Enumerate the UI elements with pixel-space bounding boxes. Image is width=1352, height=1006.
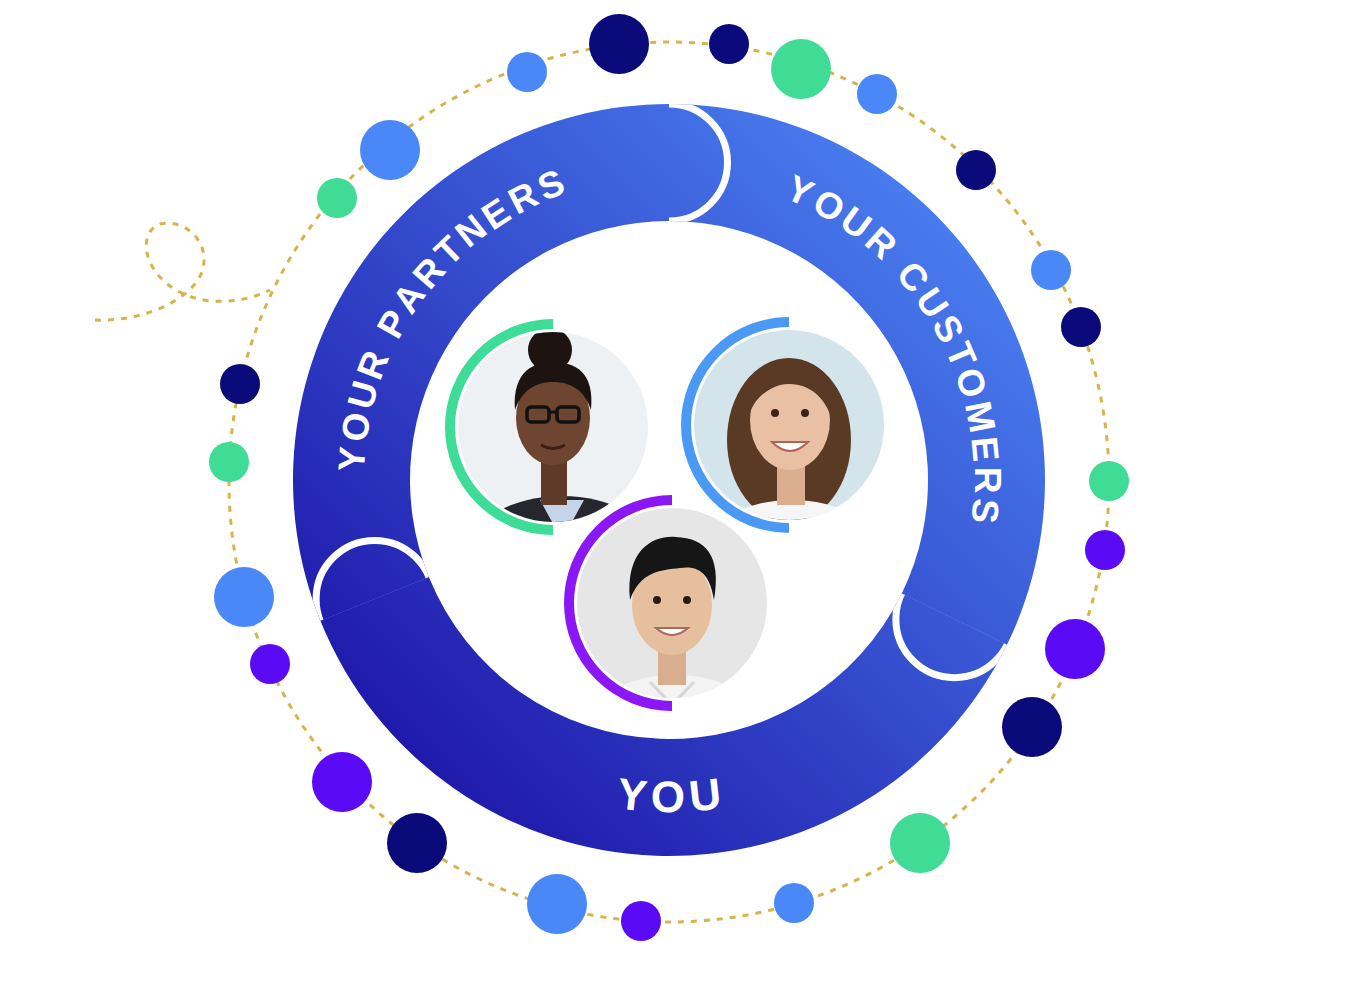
dot bbox=[312, 752, 372, 812]
title-letter: O bbox=[335, 410, 376, 445]
dot bbox=[771, 39, 831, 99]
dot bbox=[956, 150, 996, 190]
hair bbox=[629, 537, 716, 600]
photo-ground bbox=[450, 324, 660, 534]
dot bbox=[250, 644, 290, 684]
title-letter: Y bbox=[333, 445, 372, 472]
dot bbox=[507, 52, 547, 92]
title-letter: U bbox=[342, 377, 385, 413]
ring-segment-label: YOU bbox=[320, 577, 1007, 856]
dot bbox=[220, 364, 260, 404]
title-letter: Y bbox=[615, 772, 649, 819]
dot bbox=[1089, 461, 1129, 501]
eye bbox=[653, 596, 661, 604]
hair bbox=[748, 360, 834, 420]
photo-ground bbox=[570, 500, 780, 710]
dot bbox=[857, 74, 897, 114]
orbit-dots bbox=[209, 14, 1129, 941]
eye bbox=[683, 596, 691, 604]
title-letter: S bbox=[965, 497, 1004, 525]
title-letter: R bbox=[351, 346, 395, 384]
dot bbox=[527, 874, 587, 934]
segment-title: YOUR PARTNERS bbox=[293, 104, 669, 621]
dot bbox=[621, 901, 661, 941]
ring-segment-label: YOUR PARTNERS bbox=[293, 104, 669, 621]
title-letter: E bbox=[965, 435, 1004, 463]
dot bbox=[387, 813, 447, 873]
dot bbox=[1002, 697, 1062, 757]
hair bbox=[727, 358, 851, 522]
dot bbox=[1045, 619, 1105, 679]
title-letter: O bbox=[651, 775, 685, 819]
portrait-arc bbox=[686, 322, 789, 528]
segment-end bbox=[896, 561, 1013, 678]
dot bbox=[774, 883, 814, 923]
smile bbox=[656, 628, 688, 635]
dot bbox=[1085, 530, 1125, 570]
ring bbox=[293, 104, 1045, 856]
eye bbox=[771, 409, 779, 417]
dot bbox=[1061, 307, 1101, 347]
glasses bbox=[557, 407, 579, 422]
segment-end bbox=[316, 540, 433, 657]
portrait-arc bbox=[450, 324, 553, 530]
segment-title: YOUR CUSTOMERS bbox=[669, 104, 1045, 645]
ring-segment-label: YOUR CUSTOMERS bbox=[669, 104, 1045, 645]
glasses bbox=[549, 411, 557, 414]
title-letter: R bbox=[968, 467, 1005, 494]
portrait bbox=[569, 500, 780, 785]
hair bbox=[515, 362, 592, 410]
dot bbox=[214, 567, 274, 627]
dot bbox=[890, 813, 950, 873]
dotted-orbit bbox=[229, 42, 1109, 922]
dot bbox=[209, 442, 249, 482]
dot bbox=[709, 24, 749, 64]
dot bbox=[1031, 250, 1071, 290]
portrait-arc bbox=[569, 500, 672, 706]
smile bbox=[772, 442, 808, 451]
dot bbox=[317, 178, 357, 218]
title-letter: M bbox=[959, 398, 1001, 436]
title-letter: U bbox=[686, 772, 723, 819]
eye bbox=[801, 409, 809, 417]
mouth bbox=[541, 445, 565, 449]
segment-end bbox=[611, 104, 728, 221]
photo-ground bbox=[686, 322, 896, 532]
glasses bbox=[527, 407, 549, 422]
dot bbox=[360, 120, 420, 180]
dot bbox=[589, 14, 649, 74]
title-letter: O bbox=[949, 364, 993, 403]
segment-title: YOU bbox=[320, 577, 1007, 856]
dotted-squiggle bbox=[95, 223, 270, 320]
